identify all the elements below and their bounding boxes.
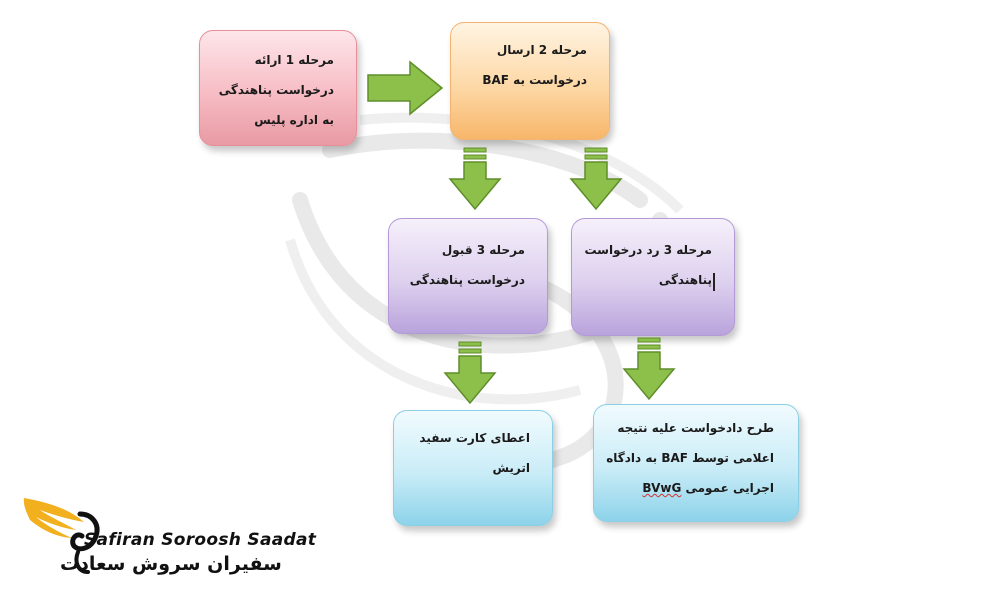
step1-line2: درخواست پناهندگی <box>218 83 334 97</box>
logo-text-fa: سفیران سروش سعادت <box>60 553 282 575</box>
result-accept-line2: اتریش <box>492 461 530 475</box>
result-reject-line3: اجرایی عمومی BVwG <box>616 473 774 503</box>
company-logo <box>23 498 100 574</box>
step2-box: مرحله 2 ارسال درخواست به BAF <box>450 22 610 140</box>
arrow-down-icon <box>448 147 502 211</box>
step3-reject-line2: پناهندگی <box>658 273 712 287</box>
step3-reject-box: مرحله 3 رد درخواست پناهندگی <box>571 218 735 336</box>
step1-line1: مرحله 1 ارائه <box>254 53 334 67</box>
arrow-down-icon <box>622 337 676 401</box>
logo-text-en: Safiran Soroosh Saadat <box>84 530 317 550</box>
arrow-right-icon <box>367 60 444 116</box>
arrow-down-icon <box>569 147 623 211</box>
result-reject-line2: اعلامی توسط BAF به دادگاه <box>606 451 774 465</box>
step3-accept-box: مرحله 3 قبول درخواست پناهندگی <box>388 218 548 334</box>
step2-line1: مرحله 2 ارسال <box>496 43 587 57</box>
text-cursor <box>713 273 715 291</box>
bvwg-term: BVwG <box>642 481 682 495</box>
result-accept-line1: اعطای کارت سفید <box>419 431 530 445</box>
result-reject-line3-prefix: اجرایی عمومی <box>681 481 774 495</box>
result-reject-line1: طرح دادخواست علیه نتیجه <box>617 421 774 435</box>
step1-box: مرحله 1 ارائه درخواست پناهندگی به اداره … <box>199 30 357 146</box>
result-accept-box: اعطای کارت سفید اتریش <box>393 410 553 526</box>
step1-line3: به اداره پلیس <box>254 113 334 127</box>
step3-accept-line2: درخواست پناهندگی <box>409 273 525 287</box>
step2-line2: درخواست به BAF <box>482 73 587 87</box>
result-reject-box: طرح دادخواست علیه نتیجه اعلامی توسط BAF … <box>593 404 799 522</box>
step3-reject-line1: مرحله 3 رد درخواست <box>584 243 712 257</box>
step3-accept-line1: مرحله 3 قبول <box>441 243 525 257</box>
arrow-down-icon <box>443 341 497 405</box>
